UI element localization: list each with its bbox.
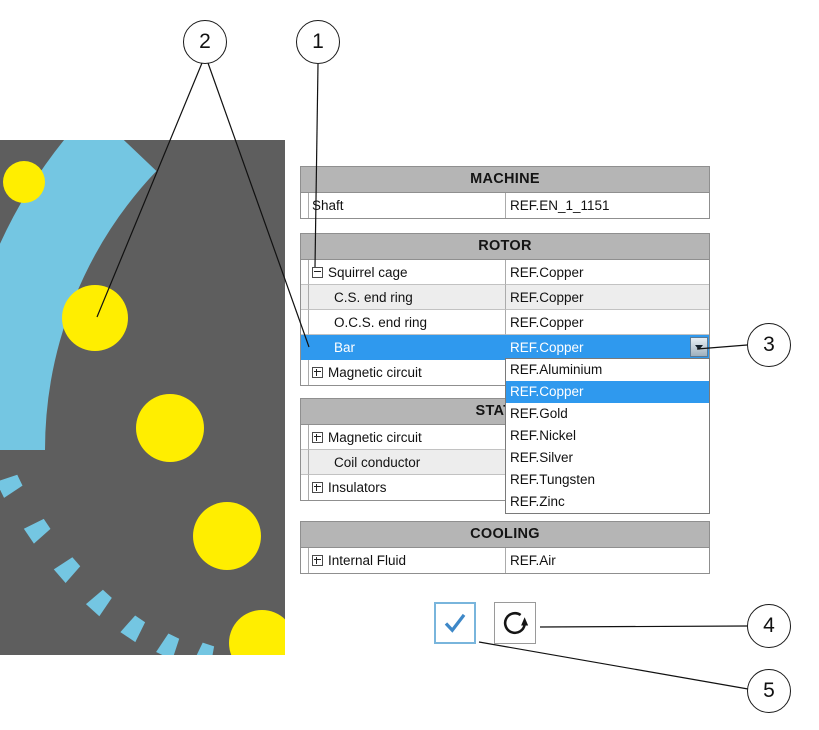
callout-4-label: 4: [763, 614, 775, 637]
check-icon: [444, 613, 466, 633]
dropdown-item-nickel[interactable]: REF.Nickel: [510, 428, 577, 443]
material-value[interactable]: REF.EN_1_1151: [510, 198, 610, 213]
callout-5: 5: [747, 669, 791, 713]
callout-1-label: 1: [312, 30, 324, 53]
reset-button[interactable]: [494, 602, 536, 644]
collapse-icon[interactable]: [312, 266, 323, 278]
callout-2: 2: [183, 20, 227, 64]
dropdown-item-tungsten[interactable]: REF.Tungsten: [510, 472, 596, 487]
rotor-bar: [136, 394, 204, 462]
refresh-icon: [503, 611, 529, 635]
dropdown-item-gold[interactable]: REF.Gold: [510, 406, 568, 421]
section-header-rotor: ROTOR: [301, 234, 709, 260]
row-label: Shaft: [312, 198, 344, 213]
machine-section: MACHINE Shaft REF.EN_1_1151: [300, 166, 710, 219]
row-selector: [301, 335, 309, 360]
callout-1: 1: [296, 20, 340, 64]
combobox-drop-button[interactable]: [690, 337, 708, 357]
row-selector: [301, 548, 309, 573]
row-selector: [301, 310, 309, 335]
expand-icon[interactable]: [312, 431, 323, 443]
material-value: REF.Copper: [510, 339, 584, 355]
row-selector: [301, 285, 309, 310]
row-label: Bar: [334, 339, 356, 355]
apply-button[interactable]: [434, 602, 476, 644]
stator-slot: [0, 474, 23, 498]
row-label: Insulators: [328, 480, 387, 495]
stator-slot: [120, 615, 146, 643]
callout-2-label: 2: [199, 30, 211, 53]
section-header-machine: MACHINE: [301, 167, 709, 193]
callout-5-label: 5: [763, 679, 775, 702]
row-label: O.C.S. end ring: [334, 314, 428, 330]
section-header-cooling: COOLING: [301, 522, 709, 548]
row-label: C.S. end ring: [334, 289, 413, 305]
material-value[interactable]: REF.Copper: [506, 260, 709, 285]
row-selector: [301, 475, 309, 500]
material-value[interactable]: REF.Copper: [506, 285, 709, 310]
rotor-bar: [193, 502, 261, 570]
motor-cross-section-image: [0, 109, 295, 676]
material-combobox[interactable]: REF.Copper: [506, 335, 709, 360]
row-label: Coil conductor: [334, 454, 421, 470]
row-label: Internal Fluid: [328, 553, 407, 568]
rotor-bar: [3, 161, 45, 203]
dropdown-item-silver[interactable]: REF.Silver: [510, 450, 574, 465]
material-value[interactable]: REF.Air: [510, 553, 556, 568]
callout-4: 4: [747, 604, 791, 648]
expand-icon[interactable]: [312, 482, 323, 493]
stator-slot: [85, 589, 112, 617]
callout-line-4: [539, 625, 748, 628]
row-label: Magnetic circuit: [328, 429, 422, 445]
table-row-internal-fluid[interactable]: Internal Fluid REF.Air: [301, 548, 709, 573]
callout-3: 3: [747, 323, 791, 367]
row-selector: [301, 360, 309, 385]
rotor-bar: [62, 285, 128, 351]
table-row-ocs-end-ring[interactable]: O.C.S. end ring REF.Copper: [301, 310, 709, 335]
table-row-bar-selected[interactable]: Bar REF.Copper: [301, 335, 709, 360]
cooling-section: COOLING Internal Fluid REF.Air: [300, 521, 710, 574]
material-dropdown-list: REF.Aluminium REF.Copper REF.Gold REF.Ni…: [505, 358, 710, 514]
stator-band: [0, 109, 157, 451]
row-selector: [301, 450, 309, 475]
dropdown-arrow-icon: [695, 344, 703, 350]
row-selector: [301, 193, 309, 218]
motor-cross-section-svg: [0, 109, 295, 676]
row-selector: [301, 425, 309, 450]
stator-slot: [53, 557, 81, 584]
table-row-cs-end-ring[interactable]: C.S. end ring REF.Copper: [301, 285, 709, 310]
dropdown-item-zinc[interactable]: REF.Zinc: [510, 494, 565, 509]
callout-line-5: [478, 641, 749, 690]
row-label: Squirrel cage: [328, 264, 408, 280]
stator-slot: [156, 633, 180, 660]
row-label: Magnetic circuit: [328, 365, 422, 380]
expand-icon[interactable]: [312, 555, 323, 566]
callout-3-label: 3: [763, 333, 775, 356]
material-value[interactable]: REF.Copper: [506, 310, 709, 335]
row-selector: [301, 260, 309, 285]
table-row-shaft[interactable]: Shaft REF.EN_1_1151: [301, 193, 709, 218]
stator-slot: [23, 518, 51, 544]
dropdown-item-aluminium[interactable]: REF.Aluminium: [510, 362, 603, 377]
dropdown-item-copper-selected[interactable]: REF.Copper: [506, 381, 709, 403]
expand-icon[interactable]: [312, 367, 323, 378]
table-row-squirrel-cage[interactable]: Squirrel cage REF.Copper: [301, 260, 709, 285]
